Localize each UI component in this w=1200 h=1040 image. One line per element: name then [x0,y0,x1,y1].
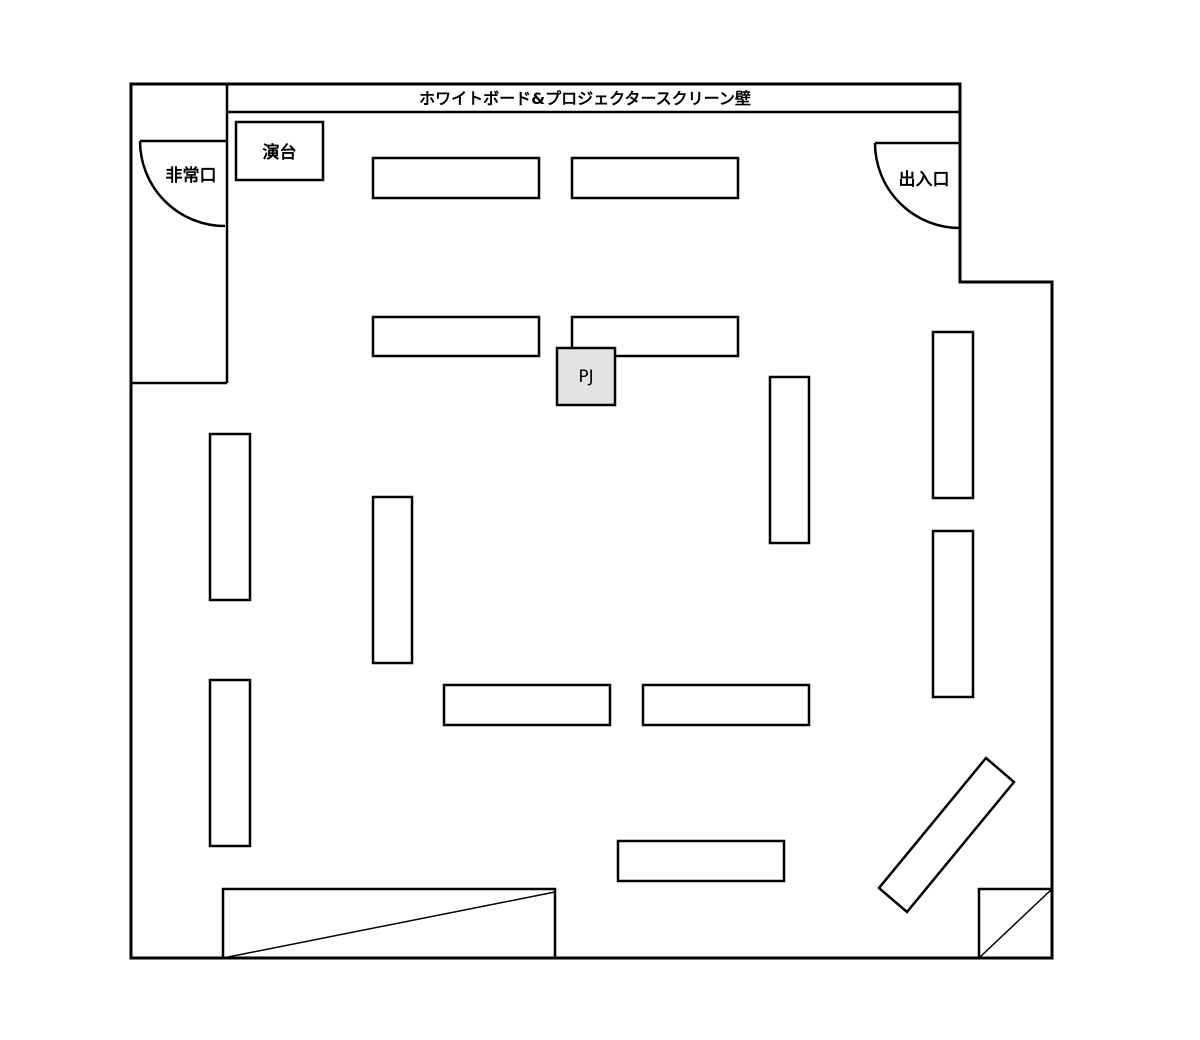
entrance-label: 出入口 [899,169,950,190]
entrance-door-swing [873,142,961,230]
storage-cabinet-left-diagonal [222,891,556,959]
desk-lower-right [641,683,811,727]
desk-second-left [371,315,541,358]
desk-inner-left [371,495,414,665]
podium-label: 演台 [263,142,297,163]
projector-box [555,346,617,407]
emergency-exit-door[interactable]: 非常口 [138,139,227,228]
podium-box [234,120,325,182]
desk-right-wall-lower [931,529,975,699]
emergency-exit-door-swing [138,140,226,228]
desk-left-wall-upper [208,432,252,602]
entrance-door[interactable]: 出入口 [873,141,961,230]
desk-lower-left [442,683,612,727]
screen-wall-label: ホワイトボード&プロジェクタースクリーン壁 [419,89,751,108]
desk-right-wall-upper [931,330,975,500]
desk-left-wall-lower [208,678,252,848]
desk-bottom-center [616,839,786,883]
desk-top-left [371,156,541,200]
desk-inner-right [768,375,811,545]
podium: 演台 [234,120,325,182]
projector-label: PJ [578,367,593,387]
desk-top-right [570,156,740,200]
desk-angled [877,756,1016,914]
room-outer-wall [129,82,1054,960]
pillar-diagonal [978,888,1053,959]
emergency-exit-label: 非常口 [166,165,217,186]
projector: PJ [555,346,617,407]
storage-cabinet-left [221,887,557,960]
storage-cabinet-left-box [221,887,557,960]
pillar-bottom-right [977,887,1054,960]
pillar-box [977,887,1054,960]
